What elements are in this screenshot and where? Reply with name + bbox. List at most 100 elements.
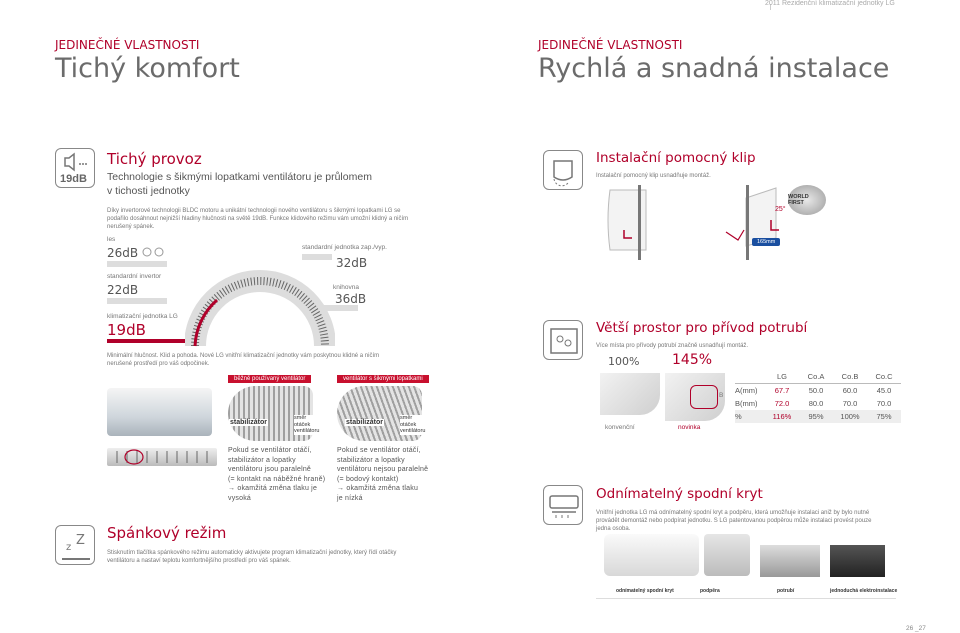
rot-line-2: otáček bbox=[294, 421, 311, 428]
forest-db: 26dB bbox=[107, 246, 139, 260]
pipe-icon bbox=[550, 328, 578, 354]
sleep-body-2: ventilátoru a nastaví teplotu komfortněj… bbox=[107, 558, 291, 564]
table-cell: 95% bbox=[799, 410, 833, 423]
clip-title: Instalační pomocný klip bbox=[596, 150, 756, 166]
lg-db: 19dB bbox=[107, 321, 146, 339]
rot-label-normal: směr otáček ventilátoru bbox=[294, 415, 320, 435]
fan-desc-line: Pokud se ventilátor otáčí, bbox=[228, 447, 312, 454]
frame-body-2: provádět demontáž nebo podpírat jednotku… bbox=[596, 518, 872, 524]
table-cell: A(mm) bbox=[735, 386, 758, 395]
pipe-icon-box bbox=[543, 320, 583, 360]
fan-desc-line: je nízká bbox=[337, 494, 363, 502]
table-cell: 50.0 bbox=[808, 386, 824, 395]
frame-caption-3: potrubí bbox=[777, 588, 795, 594]
speaker-icon bbox=[64, 152, 87, 172]
b-label: B bbox=[719, 392, 724, 399]
std-inverter-bar bbox=[107, 298, 167, 304]
left-eyebrow: JEDINEČNÉ VLASTNOSTI bbox=[55, 38, 200, 52]
fan-desc-skew: Pokud se ventilátor otáčí, stabilizátor … bbox=[337, 446, 428, 503]
lg-label: klimatizační jednotka LG bbox=[107, 313, 178, 320]
fan-desc-line: stabilizátor a lopatky bbox=[228, 456, 296, 464]
label-new: novinka bbox=[678, 424, 701, 431]
table-cell: 100% bbox=[833, 410, 867, 423]
header-rule bbox=[770, 4, 771, 10]
table-cell: % bbox=[735, 410, 765, 423]
clip-icon-box bbox=[543, 150, 583, 190]
fan-desc-line: (= kontakt na náběžné hraně) bbox=[228, 475, 326, 483]
frame-icon-box bbox=[543, 485, 583, 525]
pipe-highlight bbox=[690, 385, 718, 409]
quiet-body-1: Díky invertorové technologii BLDC motoru… bbox=[107, 208, 401, 214]
min-noise-2: nerušené prostředí pro váš odpočinek. bbox=[107, 361, 210, 367]
std-unit-label: standardní jednotka zap./vyp. bbox=[302, 244, 387, 251]
fan-strip-blades bbox=[116, 449, 208, 465]
forest-label: les bbox=[107, 236, 116, 243]
header-bar: 2011 Rezidenční klimatizační jednotky LG bbox=[0, 0, 960, 10]
library-db: 36dB bbox=[335, 292, 367, 306]
sleep-title: Spánkový režim bbox=[107, 524, 227, 542]
clip-dim-tag: 165mm bbox=[752, 238, 781, 246]
table-cell: 80.0 bbox=[808, 399, 824, 408]
pipe-title: Větší prostor pro přívod potrubí bbox=[596, 320, 808, 336]
table-header-cell: Co.B bbox=[833, 370, 867, 384]
fan-desc-line: Pokud se ventilátor otáčí, bbox=[337, 447, 421, 454]
clip-subtitle: Instalační pomocný klip usnadňuje montáž… bbox=[596, 173, 711, 179]
clip-angle: 25° bbox=[775, 206, 786, 213]
fan-desc-normal: Pokud se ventilátor otáčí, stabilizátor … bbox=[228, 446, 325, 503]
page-number: 26 _27 bbox=[906, 625, 926, 632]
bird-icon bbox=[142, 247, 164, 257]
sleep-body-1: Stisknutím tlačítka spánkového režimu au… bbox=[107, 550, 397, 556]
library-label: knihovna bbox=[333, 284, 360, 291]
fan-tag-skew: ventilátor s šikmými lopatkami bbox=[337, 375, 429, 383]
frame-caption-4: jednoduchá elektroinstalace bbox=[830, 588, 898, 594]
table-cell: 116% bbox=[765, 410, 799, 423]
svg-text:z: z bbox=[66, 542, 71, 553]
fan-tag-normal: běžně používaný ventilátor bbox=[228, 375, 312, 383]
svg-text:Z: Z bbox=[76, 533, 85, 548]
indoor-unit-photo bbox=[107, 388, 212, 436]
sleep-icon: z Z bbox=[62, 533, 90, 560]
table-cell: 45.0 bbox=[876, 386, 892, 395]
table-header-cell bbox=[735, 370, 765, 384]
pipe-subtitle: Více místa pro přívody potrubí značně us… bbox=[596, 343, 749, 349]
noise-gauge-arc bbox=[185, 270, 335, 347]
quiet-subtitle-1: Technologie s šikmými lopatkami ventilát… bbox=[107, 171, 372, 183]
quiet-body-2: podařilo dosáhnout nejnižší hladiny hluč… bbox=[107, 216, 409, 222]
table-row: % 116% 95% 100% 75% bbox=[735, 410, 901, 423]
left-page-title: Tichý komfort bbox=[55, 53, 240, 84]
pipe-table: LG Co.A Co.B Co.C A(mm) 67.7 50.0 60.0 4… bbox=[735, 370, 901, 423]
std-inverter-db: 22dB bbox=[107, 283, 139, 297]
frame-body-3: jedna osoba. bbox=[596, 526, 631, 532]
table-cell: 70.0 bbox=[842, 399, 858, 408]
lg-bar bbox=[107, 339, 192, 343]
fan-desc-line: ventilátoru nejsou paralelně bbox=[337, 466, 429, 473]
rot-line-1: směr bbox=[294, 415, 307, 421]
fan-desc-line: → okamžitá změna tlaku bbox=[337, 485, 419, 492]
world-first-text: WORLD FIRST bbox=[788, 194, 809, 206]
table-cell: 67.7 bbox=[774, 386, 790, 395]
rot-line-1: směr bbox=[400, 415, 413, 421]
fan-desc-line: (= bodový kontakt) bbox=[337, 475, 399, 483]
fan-desc-line: → okamžitá změna tlaku je bbox=[228, 485, 318, 492]
right-page-title: Rychlá a snadná instalace bbox=[538, 53, 890, 84]
frame-photo-unit bbox=[604, 534, 699, 576]
rot-line-3: ventilátoru bbox=[294, 428, 320, 434]
pipe-drawing-new bbox=[665, 373, 725, 421]
table-row: A(mm) 67.7 50.0 60.0 45.0 bbox=[735, 384, 901, 398]
quiet-subtitle-2: v tichosti jednotky bbox=[107, 185, 190, 197]
frame-body-1: Vnitřní jednotka LG má odnímatelný spodn… bbox=[596, 510, 870, 516]
rot-line-2: otáček bbox=[400, 421, 417, 428]
quiet-title: Tichý provoz bbox=[107, 150, 202, 168]
clip-install-drawing bbox=[607, 185, 779, 260]
table-cell: B(mm) bbox=[735, 399, 758, 408]
frame-title: Odnímatelný spodní kryt bbox=[596, 486, 763, 502]
library-bar bbox=[318, 305, 358, 311]
table-header-cell: Co.A bbox=[799, 370, 833, 384]
quiet-icon-text: 19dB bbox=[60, 173, 87, 185]
std-inverter-label: standardní invertor bbox=[107, 273, 162, 280]
document-title: 2011 Rezidenční klimatizační jednotky LG bbox=[765, 0, 895, 7]
pipe-drawing-conv bbox=[600, 373, 660, 415]
fan-desc-line: ventilátoru jsou paralelně bbox=[228, 466, 312, 473]
std-unit-db: 32dB bbox=[336, 256, 368, 270]
rot-line-3: ventilátoru bbox=[400, 428, 426, 434]
